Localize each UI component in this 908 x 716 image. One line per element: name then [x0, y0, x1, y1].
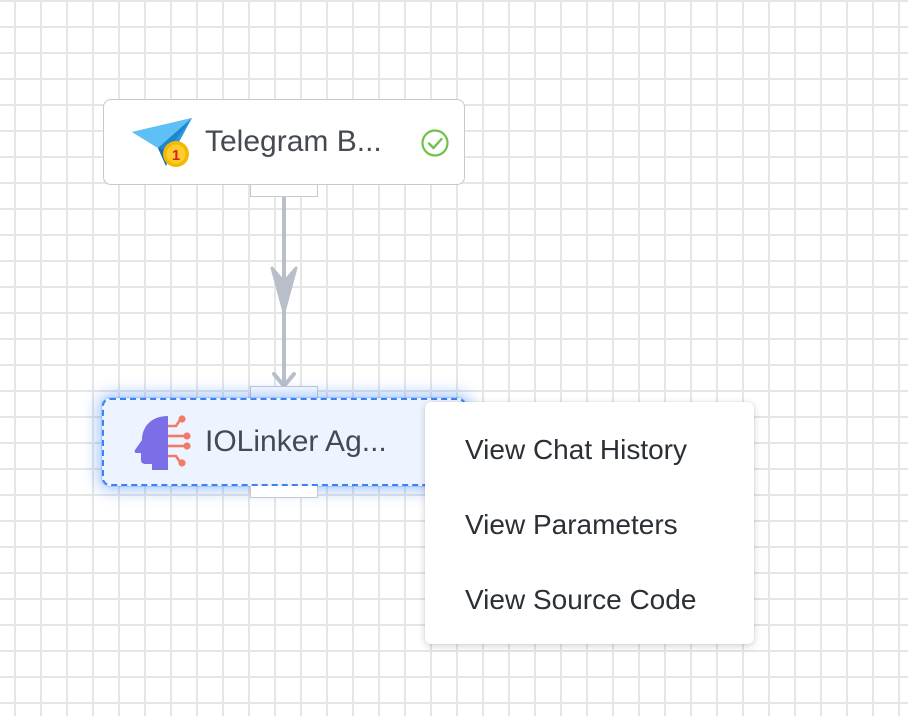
output-handle[interactable] [250, 185, 318, 197]
edge-end-arrowhead [272, 372, 296, 388]
output-handle[interactable] [250, 486, 318, 498]
menu-item-view-parameters[interactable]: View Parameters [465, 509, 678, 540]
input-handle[interactable] [250, 386, 318, 398]
menu-item-view-source-code[interactable]: View Source Code [465, 584, 697, 615]
badge-text: 1 [172, 147, 180, 164]
telegram-plane-icon: 1 [132, 118, 192, 167]
node-iolinker-agent[interactable]: IOLinker Ag... [102, 398, 466, 486]
menu-item-view-chat-history[interactable]: View Chat History [465, 434, 688, 465]
edge-arrowhead [270, 266, 298, 314]
node-telegram-bot[interactable]: 1 Telegram B... [103, 99, 465, 185]
ai-head-icon [134, 415, 191, 470]
node-label: Telegram B... [205, 125, 382, 158]
context-menu: View Chat History View Parameters View S… [425, 402, 754, 644]
node-label: IOLinker Ag... [205, 425, 387, 458]
check-circle-icon [421, 129, 449, 157]
